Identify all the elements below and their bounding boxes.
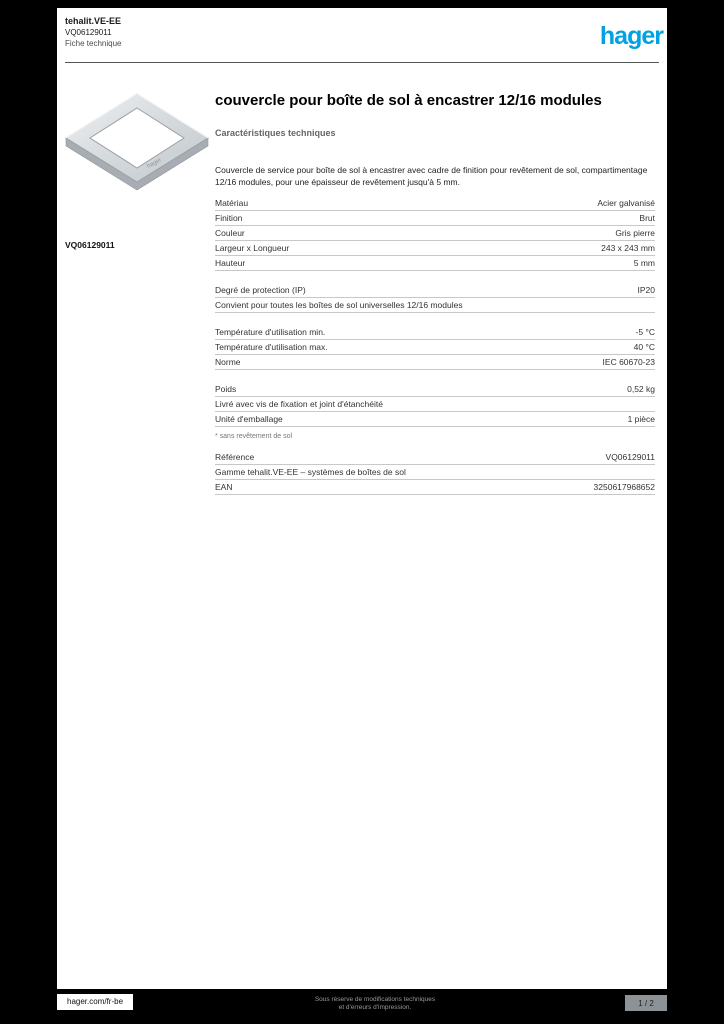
spec-row: Degré de protection (IP) IP20: [215, 283, 655, 298]
spec-row: Largeur x Longueur 243 x 243 mm: [215, 241, 655, 256]
page-indicator: 1 / 2: [625, 995, 667, 1011]
spec-row: Couleur Gris pierre: [215, 226, 655, 241]
spec-row: Référence VQ06129011: [215, 450, 655, 465]
spec-label: Finition: [215, 213, 243, 223]
main-content: couvercle pour boîte de sol à encastrer …: [215, 92, 655, 507]
spec-value: 5 mm: [633, 258, 655, 268]
floor-box-frame-illustration: hager: [65, 93, 209, 191]
reference-label: VQ06129011: [65, 28, 112, 37]
spec-label: Hauteur: [215, 258, 246, 268]
spec-label: Couleur: [215, 228, 245, 238]
spec-value: 1 pièce: [627, 414, 655, 424]
spec-row: Finition Brut: [215, 211, 655, 226]
product-photo: hager: [62, 88, 212, 204]
spec-row: Température d'utilisation max. 40 °C: [215, 340, 655, 355]
spec-value: VQ06129011: [605, 452, 655, 462]
section-title: Caractéristiques techniques: [215, 128, 336, 138]
spec-label: Poids: [215, 384, 237, 394]
spec-label: EAN: [215, 482, 233, 492]
doc-header: tehalit.VE-EE VQ06129011 Fiche technique: [65, 16, 121, 49]
product-description: Couvercle de service pour boîte de sol à…: [215, 165, 648, 187]
hager-logo: hager: [599, 22, 664, 50]
spec-row: Hauteur 5 mm: [215, 256, 655, 271]
spec-row: EAN 3250617968652: [215, 480, 655, 495]
spec-row: Poids 0,52 kg: [215, 382, 655, 397]
spec-value: Acier galvanisé: [597, 198, 655, 208]
spec-label: Norme: [215, 357, 241, 367]
spec-value: -5 °C: [635, 327, 655, 337]
spec-value: IP20: [637, 285, 656, 295]
spec-group: Poids 0,52 kg Livré avec vis de fixation e…: [215, 382, 655, 427]
spec-value: IEC 60670-23: [602, 357, 655, 367]
footer-disclaimer: Sous réserve de modifications techniques…: [290, 996, 460, 1012]
spec-label: Degré de protection (IP): [215, 285, 306, 295]
spec-label: Référence: [215, 452, 255, 462]
footer-disclaimer-line2: et d'erreurs d'impression.: [338, 1004, 412, 1011]
footer-disclaimer-line1: Sous réserve de modifications techniques: [314, 996, 436, 1003]
spec-label: Unité d'emballage: [215, 414, 283, 424]
spec-row: Matériau Acier galvanisé: [215, 196, 655, 211]
header-divider: [65, 62, 659, 63]
footer-website-link[interactable]: hager.com/fr-be: [57, 994, 134, 1010]
spec-note: * sans revêtement de sol: [215, 433, 293, 440]
product-line-label: tehalit.VE-EE: [65, 16, 122, 26]
spec-value: Gris pierre: [615, 228, 655, 238]
spec-label: Livré avec vis de fixation et joint d'ét…: [215, 399, 383, 409]
spec-row: Température d'utilisation min. -5 °C: [215, 325, 655, 340]
spec-label: Température d'utilisation min.: [215, 327, 326, 337]
spec-row: Unité d'emballage 1 pièce: [215, 412, 655, 427]
datasheet-page: tehalit.VE-EE VQ06129011 Fiche technique…: [57, 8, 667, 989]
spec-label: Gamme tehalit.VE-EE – systèmes de boîtes…: [215, 467, 406, 477]
spec-value: 243 x 243 mm: [601, 243, 655, 253]
spec-value: 3250617968652: [593, 482, 655, 492]
doc-type-label: Fiche technique: [65, 39, 122, 48]
product-title: couvercle pour boîte de sol à encastrer …: [215, 92, 602, 109]
spec-row: Norme IEC 60670-23: [215, 355, 655, 370]
spec-row: Livré avec vis de fixation et joint d'ét…: [215, 397, 655, 412]
spec-row: Gamme tehalit.VE-EE – systèmes de boîtes…: [215, 465, 655, 480]
spec-label: Largeur x Longueur: [215, 243, 290, 253]
spec-label: Température d'utilisation max.: [215, 342, 328, 352]
spec-row: Convient pour toutes les boîtes de sol u…: [215, 298, 655, 313]
spec-label: Convient pour toutes les boîtes de sol u…: [215, 300, 463, 310]
spec-value: 40 °C: [633, 342, 655, 352]
spec-label: Matériau: [215, 198, 249, 208]
image-reference: VQ06129011: [65, 240, 115, 250]
spec-value: 0,52 kg: [627, 384, 655, 394]
spec-value: Brut: [639, 213, 655, 223]
